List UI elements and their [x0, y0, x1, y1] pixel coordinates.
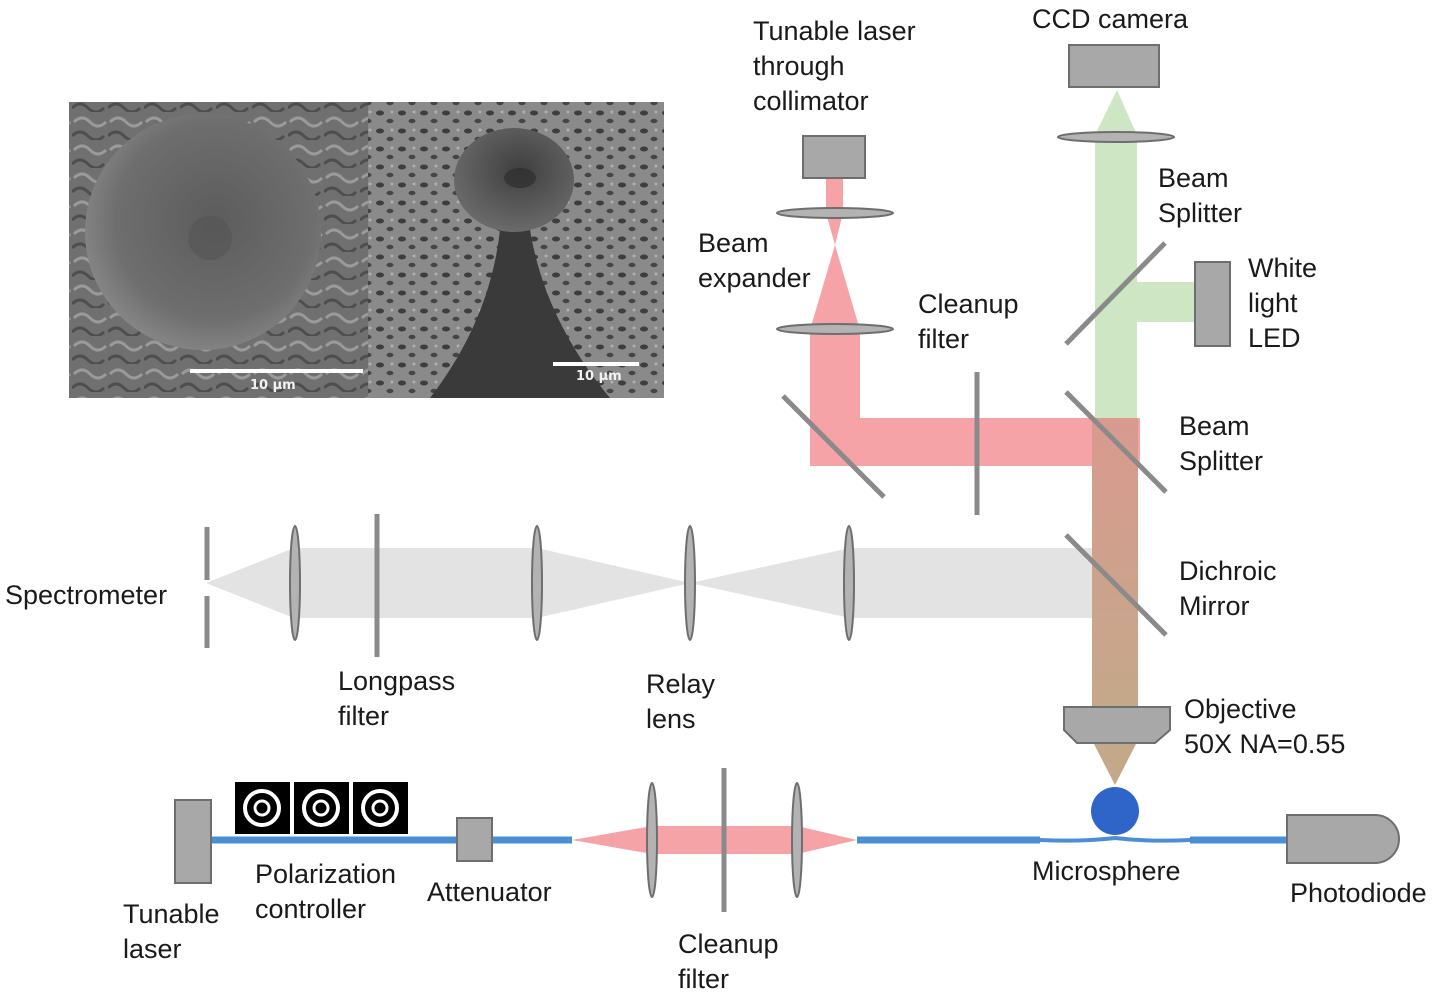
label-cleanup-filter-bottom: Cleanup filter: [678, 929, 779, 994]
collection-lens-3: [843, 525, 855, 641]
beam-expander-lens-2: [776, 323, 894, 335]
label-tunable-laser: Tunable laser: [123, 899, 220, 964]
coupling-lens-2: [791, 782, 803, 898]
fold-mirror: [781, 394, 886, 499]
label-beam-splitter-top: Beam Splitter: [1158, 163, 1243, 228]
bottom-laser-beam: [572, 826, 857, 854]
photodiode: [1286, 814, 1400, 864]
dichroic-mirror: [1064, 533, 1168, 637]
label-objective: Objective 50X NA=0.55: [1184, 694, 1346, 759]
camera-lens: [1057, 131, 1175, 143]
beam-expander-lens-1: [776, 207, 894, 219]
laser-excitation-beam: [810, 178, 1140, 785]
sem-image-right: [368, 102, 664, 398]
label-dichroic-mirror: Dichroic Mirror: [1179, 556, 1277, 621]
label-beam-splitter-mid: Beam Splitter: [1179, 411, 1264, 476]
objective: [1063, 706, 1171, 744]
scale-bar-right: [553, 362, 639, 366]
collection-lens-1: [289, 525, 301, 641]
label-polarization-controller: Polarization controller: [255, 859, 397, 924]
tunable-laser-source: [174, 799, 212, 884]
sem-image-left: [69, 102, 368, 398]
relay-lens: [684, 525, 696, 641]
ccd-camera: [1068, 44, 1160, 88]
scale-label-left: 10 µm: [250, 378, 296, 393]
coupling-lens-1: [646, 782, 658, 898]
scale-label-right: 10 µm: [576, 369, 622, 384]
label-relay-lens: Relay lens: [646, 669, 716, 734]
attenuator: [456, 817, 493, 862]
label-longpass-filter: Longpass filter: [338, 666, 456, 731]
white-light-led: [1194, 261, 1231, 347]
beam-splitter-mid: [1064, 390, 1168, 494]
microsphere: [1091, 787, 1139, 835]
label-spectrometer: Spectrometer: [5, 580, 168, 610]
label-photodiode: Photodiode: [1290, 878, 1427, 908]
label-tunable-laser-collimator: Tunable laser through collimator: [753, 16, 916, 116]
collection-lens-2: [531, 525, 543, 641]
sem-stem: [430, 230, 610, 398]
label-white-light-led: White light LED: [1248, 253, 1318, 353]
label-ccd-camera: CCD camera: [1032, 4, 1189, 34]
label-microsphere: Microsphere: [1032, 856, 1181, 886]
optical-fiber: [212, 835, 1290, 844]
collection-beam: [206, 548, 1135, 618]
label-beam-expander: Beam expander: [698, 228, 811, 293]
label-attenuator: Attenuator: [427, 877, 552, 907]
beam-splitter-top: [1064, 241, 1167, 346]
label-cleanup-filter-top: Cleanup filter: [918, 289, 1019, 354]
polarization-controller: [235, 782, 408, 834]
collimator: [802, 135, 866, 179]
scale-bar-left: [190, 369, 363, 373]
